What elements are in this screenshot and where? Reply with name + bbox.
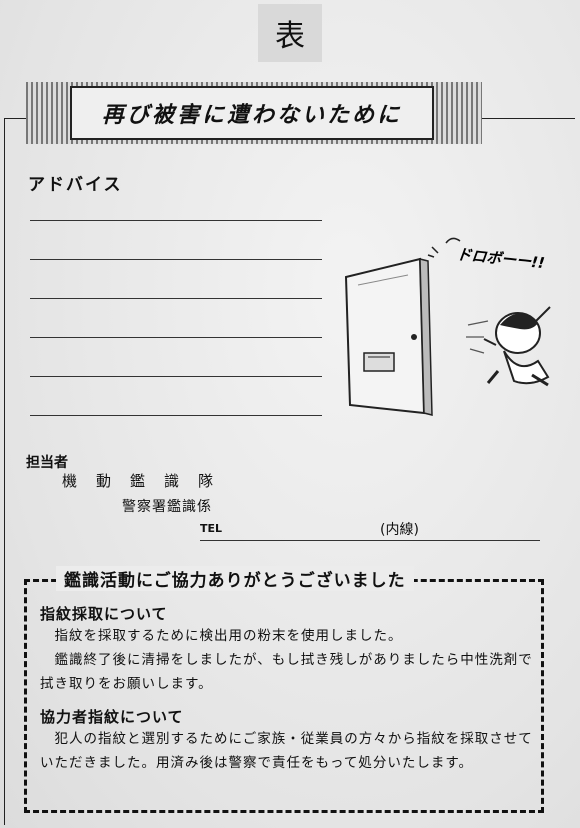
door-icon bbox=[344, 257, 433, 416]
banner-title: 再び被害に遭わないために bbox=[101, 103, 402, 128]
advice-line bbox=[30, 337, 322, 338]
advice-label: アドバイス bbox=[28, 175, 123, 195]
advice-line bbox=[30, 298, 322, 299]
staff-label: 担当者 bbox=[26, 455, 68, 471]
advice-line bbox=[30, 220, 322, 221]
unit-name: 機動鑑識隊 bbox=[62, 472, 233, 490]
advice-line bbox=[30, 259, 322, 260]
extension-label: (内線) bbox=[380, 522, 419, 538]
burglar-icon bbox=[466, 306, 551, 387]
notice-title: 鑑識活動にご協力ありがとうございました bbox=[56, 566, 414, 591]
advice-line bbox=[30, 415, 322, 416]
burglar-speech: ドロボーー!! bbox=[456, 245, 546, 272]
advice-line bbox=[30, 376, 322, 377]
fingerprint-heading: 指紋採取について bbox=[40, 605, 168, 623]
burglar-illustration: ドロボーー!! bbox=[344, 237, 551, 416]
front-side-label: 表 bbox=[258, 4, 322, 62]
tel-line bbox=[200, 540, 540, 541]
cooperator-heading: 協力者指紋について bbox=[40, 708, 184, 726]
fingerprint-body: 指紋を採取するために検出用の粉末を使用しました。 鑑識終了後に清掃をしましたが、… bbox=[40, 628, 533, 692]
cooperator-body: 犯人の指紋と選別するためにご家族・従業員の方々から指紋を採取させていただきました… bbox=[40, 731, 533, 771]
banner: 再び被害に遭わないために bbox=[70, 86, 434, 140]
tel-label: TEL bbox=[200, 522, 223, 535]
section-name: 警察署鑑識係 bbox=[122, 499, 212, 515]
